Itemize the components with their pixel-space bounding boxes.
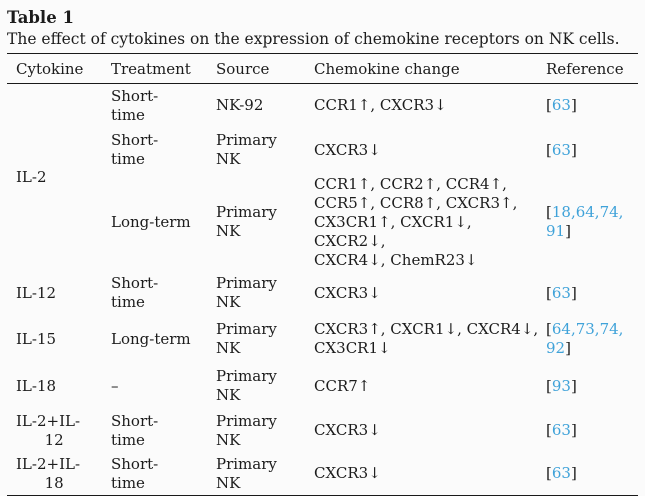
source-cell: Primary NK — [216, 367, 277, 404]
ref-close-bracket: ] — [570, 464, 577, 482]
cytokine-cell: IL-2+IL- 12 — [16, 411, 81, 449]
treatment-cell: Short- time — [111, 454, 159, 492]
reference-cell: [63] — [546, 272, 638, 315]
source-cell: Primary NK — [216, 320, 277, 357]
ref-close-bracket: ] — [570, 140, 577, 159]
ref-close-bracket: ] — [565, 222, 571, 240]
ref-open-bracket: [ — [546, 421, 552, 439]
ref-open-bracket: [ — [546, 283, 552, 302]
chemokine-change-cell: CCR1↑, CXCR3↓ — [314, 96, 447, 115]
ref-open-bracket: [ — [546, 203, 552, 221]
ref-close-bracket: ] — [570, 283, 577, 302]
source-cell: Primary NK — [216, 454, 277, 492]
ref-close-bracket: ] — [570, 96, 577, 115]
treatment-cell: – — [111, 376, 119, 395]
table-row: IL-18 – Primary NK CCR7↑ [93] — [7, 364, 638, 409]
source-cell: Primary NK — [216, 131, 277, 168]
treatment-cell: Long-term — [111, 329, 191, 348]
table-row: IL-12 Short- time Primary NK CXCR3↓ [63] — [7, 272, 638, 315]
col-header-cytokine: Cytokine — [7, 53, 111, 84]
source-cell: NK-92 — [216, 96, 264, 115]
source-cell: Primary NK — [216, 411, 277, 449]
treatment-cell: Long-term — [111, 212, 191, 231]
ref-open-bracket: [ — [546, 376, 552, 395]
reference-link[interactable]: 63 — [551, 96, 571, 115]
reference-cell: [18,64,74, 91] — [546, 173, 638, 272]
ref-open-bracket: [ — [546, 464, 552, 482]
table-label: Table 1 — [7, 8, 74, 27]
header-row: Cytokine Treatment Source Chemokine chan… — [7, 53, 638, 84]
reference-link[interactable]: 63 — [551, 283, 571, 302]
treatment-cell: Short- time — [111, 411, 159, 449]
reference-cell: [93] — [546, 364, 638, 409]
table-caption: The effect of cytokines on the expressio… — [7, 30, 620, 48]
reference-link[interactable]: 18,64,74, 91 — [546, 203, 624, 240]
col-header-treatment: Treatment — [111, 53, 216, 84]
ref-open-bracket: [ — [546, 140, 552, 159]
reference-link[interactable]: 93 — [551, 376, 571, 395]
treatment-cell: Short- time — [111, 131, 159, 168]
cytokine-cell: IL-2 — [16, 168, 47, 187]
chemokine-change-cell: CXCR3↓ — [314, 140, 381, 159]
source-cell: Primary NK — [216, 203, 277, 240]
reference-cell: [63] — [546, 128, 638, 173]
col-header-chemokine-change: Chemokine change — [314, 53, 546, 84]
reference-cell: [63] — [546, 409, 638, 453]
col-header-reference: Reference — [546, 53, 638, 84]
cytokine-cell: IL-12 — [16, 283, 57, 302]
reference-link[interactable]: 63 — [551, 421, 571, 439]
chemokine-change-cell: CXCR3↓ — [314, 464, 381, 482]
reference-link[interactable]: 63 — [551, 140, 571, 159]
chemokine-change-cell: CXCR3↑, CXCR1↓, CXCR4↓, CX3CR1↓ — [314, 320, 539, 357]
ref-close-bracket: ] — [570, 421, 577, 439]
table-row: Short- time Primary NK CXCR3↓ [63] — [7, 128, 638, 173]
reference-cell: [64,73,74, 92] — [546, 315, 638, 364]
table-row: Long-term Primary NK CCR1↑, CCR2↑, CCR4↑… — [7, 173, 638, 272]
cytokine-cell: IL-15 — [16, 329, 57, 348]
ref-close-bracket: ] — [570, 376, 577, 395]
table-row: IL-2+IL- 12 Short- time Primary NK CXCR3… — [7, 409, 638, 453]
ref-open-bracket: [ — [546, 96, 552, 115]
reference-cell: [63] — [546, 84, 638, 128]
reference-cell: [63] — [546, 453, 638, 496]
cytokine-cell: IL-18 — [16, 376, 57, 395]
cytokine-cell: IL-2+IL- 18 — [16, 454, 81, 492]
col-header-source: Source — [216, 53, 314, 84]
chemokine-change-cell: CXCR3↓ — [314, 283, 381, 302]
chemokine-change-cell: CCR7↑ — [314, 376, 371, 395]
cytokine-receptor-table: Cytokine Treatment Source Chemokine chan… — [7, 53, 638, 496]
table-row: IL-2 Short- time NK-92 CCR1↑, CXCR3↓ [63… — [7, 84, 638, 187]
treatment-cell: Short- time — [111, 274, 159, 311]
table-row: IL-2+IL- 18 Short- time Primary NK CXCR3… — [7, 453, 638, 496]
ref-close-bracket: ] — [565, 339, 571, 357]
table-row: IL-15 Long-term Primary NK CXCR3↑, CXCR1… — [7, 315, 638, 364]
reference-link[interactable]: 63 — [551, 464, 571, 482]
ref-open-bracket: [ — [546, 320, 552, 338]
source-cell: Primary NK — [216, 274, 277, 311]
chemokine-change-cell: CCR1↑, CCR2↑, CCR4↑, CCR5↑, CCR8↑, CXCR3… — [314, 174, 518, 269]
reference-link[interactable]: 64,73,74, 92 — [546, 320, 624, 357]
treatment-cell: Short- time — [111, 86, 159, 124]
chemokine-change-cell: CXCR3↓ — [314, 421, 381, 439]
